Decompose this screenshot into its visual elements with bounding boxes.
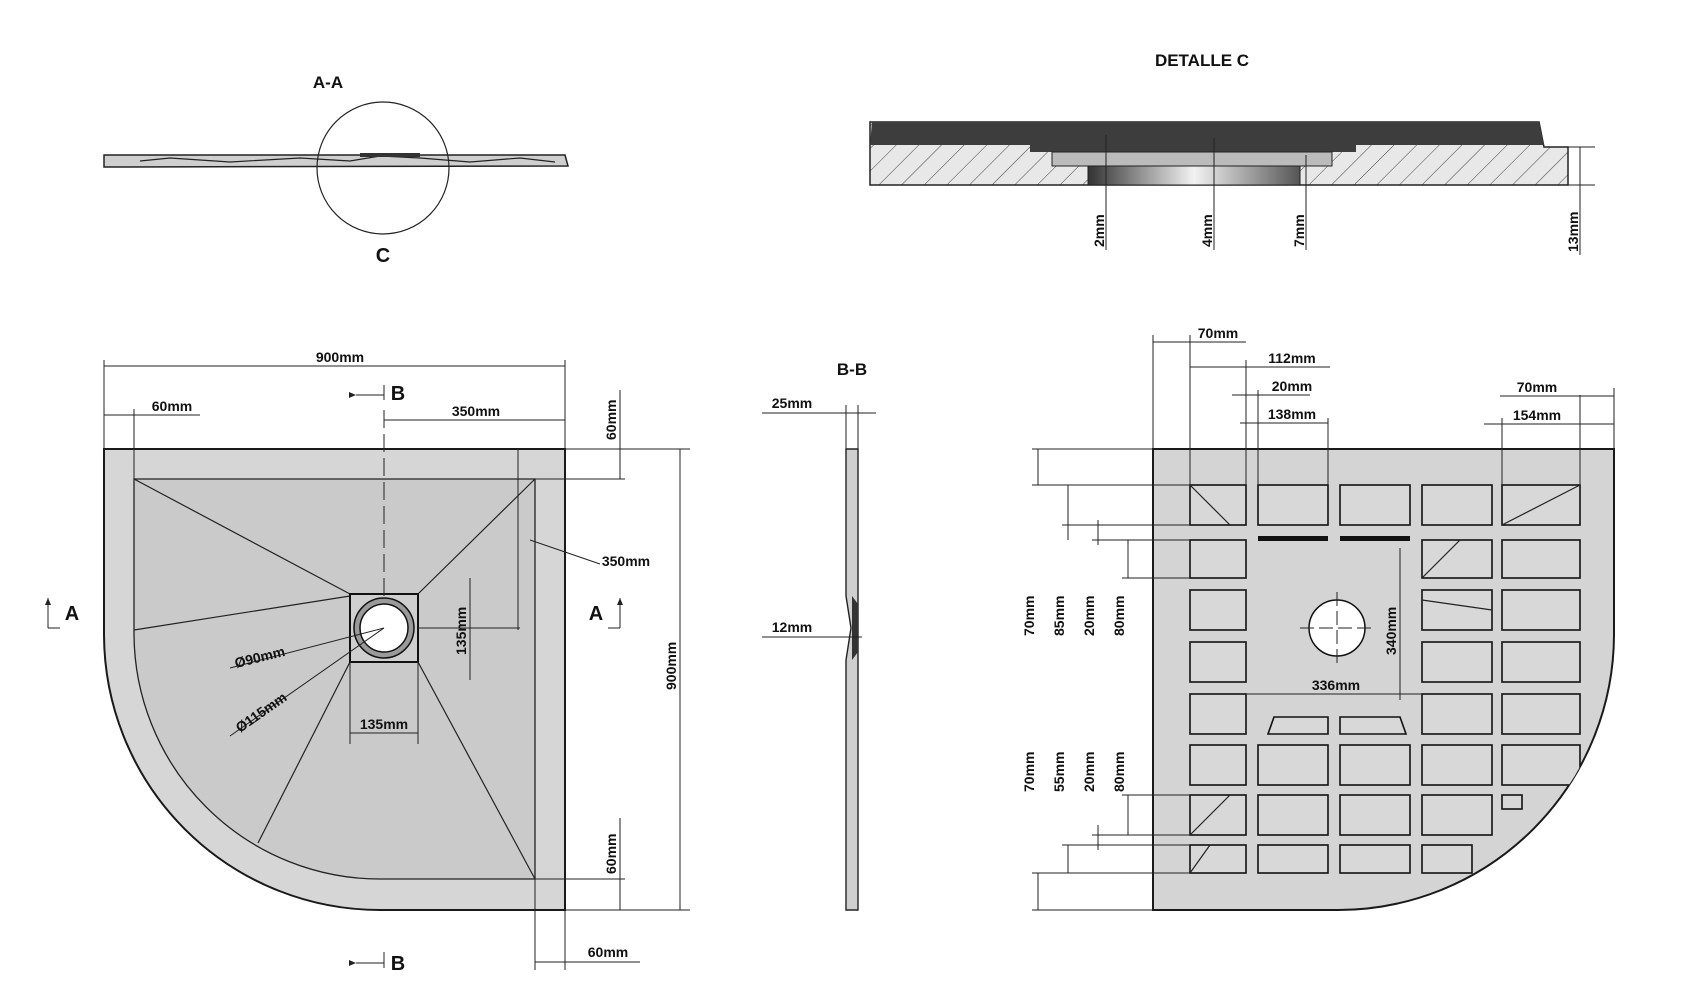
dim-70mm-top-right: 70mm (1517, 379, 1557, 395)
dim-7mm: 7mm (1291, 214, 1307, 247)
dim-154mm: 154mm (1513, 407, 1561, 423)
dim-60mm-bottom: 60mm (603, 834, 619, 874)
section-aa-profile (103, 154, 569, 168)
dim-350mm-y: 350mm (602, 553, 650, 569)
section-aa-title: A-A (313, 73, 343, 92)
detail-c-top-layer (870, 122, 1544, 152)
plan-top-view: 900mm 60mm 350mm B B A A 60mm 900mm 60mm (45, 349, 690, 975)
dim-70mm-top-left: 70mm (1198, 325, 1238, 341)
dim-340mm: 340mm (1383, 607, 1399, 655)
dim-20mm-top: 20mm (1272, 378, 1312, 394)
detail-c-marker: C (376, 245, 390, 267)
section-b-marker-bottom: B (391, 953, 405, 975)
dim-112mm: 112mm (1268, 350, 1315, 366)
dim-13mm: 13mm (1565, 212, 1581, 252)
plan-bottom-view: 340mm 336mm 70mm 112mm 20mm 138mm 70mm 1… (1021, 325, 1615, 911)
section-aa-inner-line (139, 155, 556, 163)
detail-c-view: DETALLE C 2mm 4mm 7mm 13mm (869, 51, 1595, 255)
dim-20mm-left-upper: 20mm (1081, 596, 1097, 636)
section-bb-title: B-B (837, 360, 867, 379)
section-aa-drain (360, 153, 420, 157)
underside-drain-hole (1308, 599, 1366, 657)
detail-c-circle (316, 101, 450, 235)
dim-135mm-box-h: 135mm (453, 607, 469, 655)
dim-70mm-left-upper: 70mm (1021, 596, 1037, 636)
detail-c-drain-flange (1051, 151, 1333, 167)
dim-4mm: 4mm (1199, 214, 1215, 247)
dim-85mm-left-upper: 85mm (1051, 596, 1067, 636)
section-b-marker-top: B (391, 383, 405, 405)
dim-12mm: 12mm (772, 619, 812, 635)
dim-80mm-left-upper: 80mm (1111, 596, 1127, 636)
underside-rib-grid (1189, 484, 1581, 874)
detail-c-title: DETALLE C (1155, 51, 1249, 70)
dim-70mm-left-lower: 70mm (1021, 752, 1037, 792)
dim-135mm-box-w: 135mm (360, 716, 408, 732)
dim-80mm-left-lower: 80mm (1111, 752, 1127, 792)
dim-55mm-left-lower: 55mm (1051, 752, 1067, 792)
dim-60mm-top: 60mm (603, 400, 619, 440)
dim-25mm: 25mm (772, 395, 812, 411)
section-a-marker-left: A (65, 603, 79, 625)
detail-c-drain-body (1087, 165, 1301, 186)
dim-350mm-x: 350mm (452, 403, 500, 419)
dim-2mm: 2mm (1091, 214, 1107, 247)
dim-60mm-right: 60mm (588, 944, 628, 960)
section-aa-view: A-A C (103, 73, 569, 267)
dim-20mm-left-lower: 20mm (1081, 752, 1097, 792)
dim-336mm: 336mm (1312, 677, 1360, 693)
tray-inner-area (133, 478, 536, 880)
section-a-marker-right: A (589, 603, 603, 625)
dim-900mm-height: 900mm (663, 642, 679, 690)
dim-60mm-left: 60mm (152, 398, 192, 414)
dim-138mm: 138mm (1268, 406, 1316, 422)
section-bb-view: B-B 25mm 12mm (762, 360, 876, 911)
dim-900mm-width: 900mm (316, 349, 364, 365)
section-bb-profile (845, 448, 859, 911)
